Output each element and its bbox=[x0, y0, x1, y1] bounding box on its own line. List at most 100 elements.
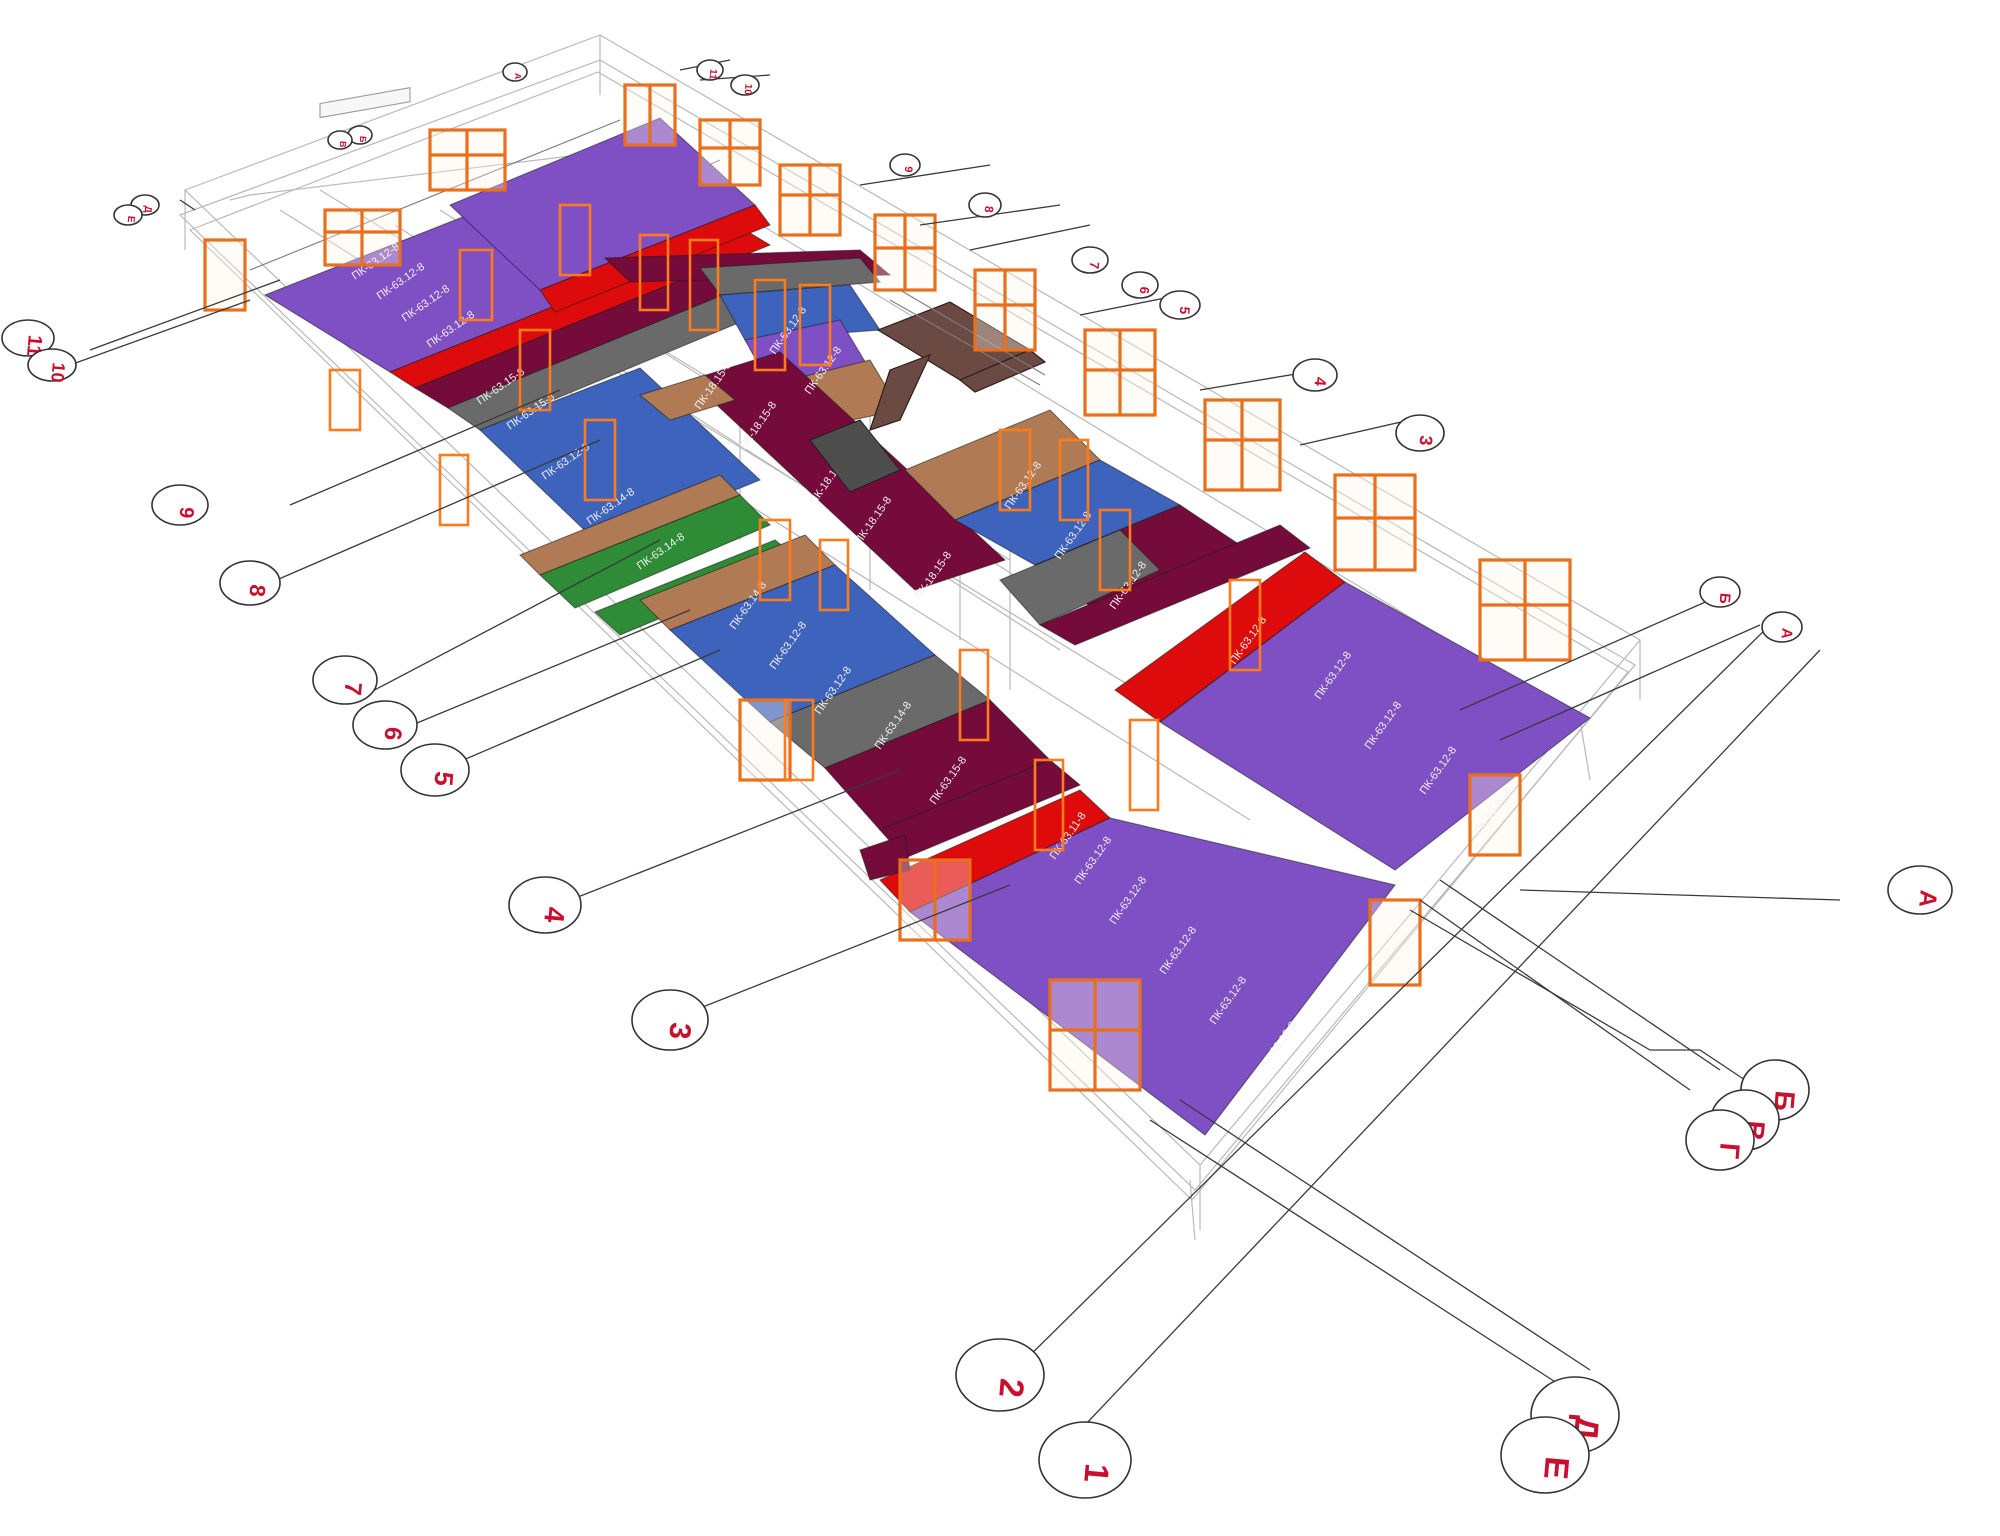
axis-bubble-B-top: Б bbox=[1699, 576, 1741, 608]
svg-text:Е: Е bbox=[1536, 1455, 1576, 1481]
axis-bubble-4-top: 4 bbox=[1292, 358, 1338, 392]
axis-leader-lines bbox=[69, 59, 1841, 1426]
svg-text:7: 7 bbox=[1087, 261, 1103, 270]
axis-bubble-6-left: 6 bbox=[352, 700, 418, 750]
door bbox=[638, 233, 670, 312]
axis-bubble-10-top: 10 bbox=[730, 74, 760, 96]
svg-text:8: 8 bbox=[244, 583, 270, 597]
axis-bubble-11-top: 11 bbox=[696, 59, 724, 81]
window bbox=[698, 118, 762, 187]
svg-text:Г: Г bbox=[1713, 1142, 1745, 1161]
door bbox=[1033, 758, 1065, 852]
svg-text:9: 9 bbox=[175, 506, 198, 519]
slab-panels bbox=[263, 117, 1591, 1136]
svg-text:4: 4 bbox=[1311, 376, 1329, 386]
door bbox=[758, 518, 792, 602]
svg-text:9: 9 bbox=[902, 166, 914, 173]
svg-text:5: 5 bbox=[1177, 306, 1194, 315]
window bbox=[319, 87, 411, 267]
svg-text:7: 7 bbox=[338, 681, 366, 697]
window bbox=[1478, 558, 1572, 662]
svg-text:4: 4 bbox=[538, 906, 570, 925]
svg-text:Д: Д bbox=[142, 205, 154, 213]
window bbox=[1468, 773, 1522, 857]
door bbox=[328, 368, 362, 432]
svg-text:Б: Б bbox=[358, 136, 369, 144]
slab-panel bbox=[1159, 581, 1591, 871]
svg-text:Б: Б bbox=[1716, 592, 1734, 604]
axis-bubble-G-right: Г bbox=[1685, 1109, 1755, 1171]
door bbox=[818, 538, 850, 612]
axis-bubble-7-top: 7 bbox=[1071, 246, 1109, 274]
axis-bubble-7-left: 7 bbox=[312, 655, 378, 705]
door bbox=[1128, 718, 1160, 812]
doors bbox=[328, 203, 1262, 852]
door bbox=[438, 453, 470, 527]
door bbox=[783, 698, 815, 782]
door bbox=[688, 238, 720, 332]
svg-text:10: 10 bbox=[741, 83, 753, 95]
door bbox=[458, 248, 494, 322]
slab-panel bbox=[1038, 524, 1312, 646]
window bbox=[973, 268, 1037, 352]
axis-bubble-9-top: 9 bbox=[889, 153, 921, 177]
svg-text:10: 10 bbox=[47, 362, 69, 384]
axis-bubble-V-topleft: В bbox=[327, 130, 353, 150]
window bbox=[1203, 398, 1282, 492]
axis-bubble-A-top: А bbox=[1761, 611, 1803, 643]
svg-text:Е: Е bbox=[125, 215, 137, 223]
window bbox=[1083, 328, 1157, 417]
grid-axis-bubbles: 11 10 9 8 7 6 5 4 bbox=[1, 59, 1953, 1499]
svg-text:8: 8 bbox=[982, 205, 997, 213]
window bbox=[203, 238, 247, 312]
svg-text:3: 3 bbox=[662, 1021, 696, 1041]
slab-panel bbox=[638, 374, 737, 421]
axis-bubble-E-bottom: Е bbox=[1500, 1416, 1590, 1494]
svg-text:1: 1 bbox=[1076, 1462, 1116, 1484]
axis-bubble-11: 11 bbox=[1, 319, 55, 357]
svg-text:3: 3 bbox=[1416, 435, 1437, 447]
axis-bubble-6-top: 6 bbox=[1121, 271, 1159, 299]
axis-bubble-3-left: 3 bbox=[631, 989, 709, 1051]
window bbox=[1048, 978, 1142, 1092]
window bbox=[1333, 473, 1417, 572]
svg-text:6: 6 bbox=[1137, 286, 1153, 295]
svg-text:А: А bbox=[1778, 627, 1796, 639]
axis-bubble-B-topleft: Б bbox=[347, 125, 373, 145]
door bbox=[998, 428, 1032, 512]
door bbox=[518, 328, 552, 412]
axis-bubble-9-left: 9 bbox=[151, 484, 209, 526]
svg-text:5: 5 bbox=[428, 770, 459, 787]
window bbox=[738, 698, 792, 782]
axis-bubble-A-topleft: А bbox=[502, 62, 528, 82]
door bbox=[583, 418, 617, 502]
window bbox=[873, 213, 937, 292]
slab-panel bbox=[698, 257, 882, 296]
axis-bubble-1-bottom: 1 bbox=[1038, 1421, 1132, 1499]
window bbox=[778, 163, 842, 237]
svg-text:11: 11 bbox=[707, 68, 719, 80]
svg-text:А: А bbox=[513, 73, 524, 81]
door bbox=[1098, 508, 1132, 592]
door bbox=[753, 278, 787, 372]
door bbox=[798, 283, 832, 367]
window bbox=[428, 128, 507, 192]
svg-text:А: А bbox=[1913, 889, 1941, 909]
svg-text:6: 6 bbox=[378, 726, 406, 742]
door bbox=[958, 648, 990, 742]
slab-panel bbox=[859, 834, 911, 881]
axis-bubble-5-top: 5 bbox=[1159, 290, 1201, 320]
window bbox=[623, 83, 677, 147]
axis-bubble-E-topleft: Е bbox=[113, 204, 143, 226]
windows bbox=[203, 83, 1572, 1092]
window bbox=[898, 858, 972, 942]
axis-bubble-2-bottom: 2 bbox=[955, 1338, 1045, 1412]
door bbox=[1058, 438, 1090, 522]
svg-text:2: 2 bbox=[991, 1377, 1031, 1399]
slab-panel bbox=[999, 529, 1161, 626]
axis-bubble-4-left: 4 bbox=[508, 876, 582, 934]
axis-bubble-A-right: А bbox=[1887, 865, 1953, 915]
door bbox=[558, 203, 592, 277]
